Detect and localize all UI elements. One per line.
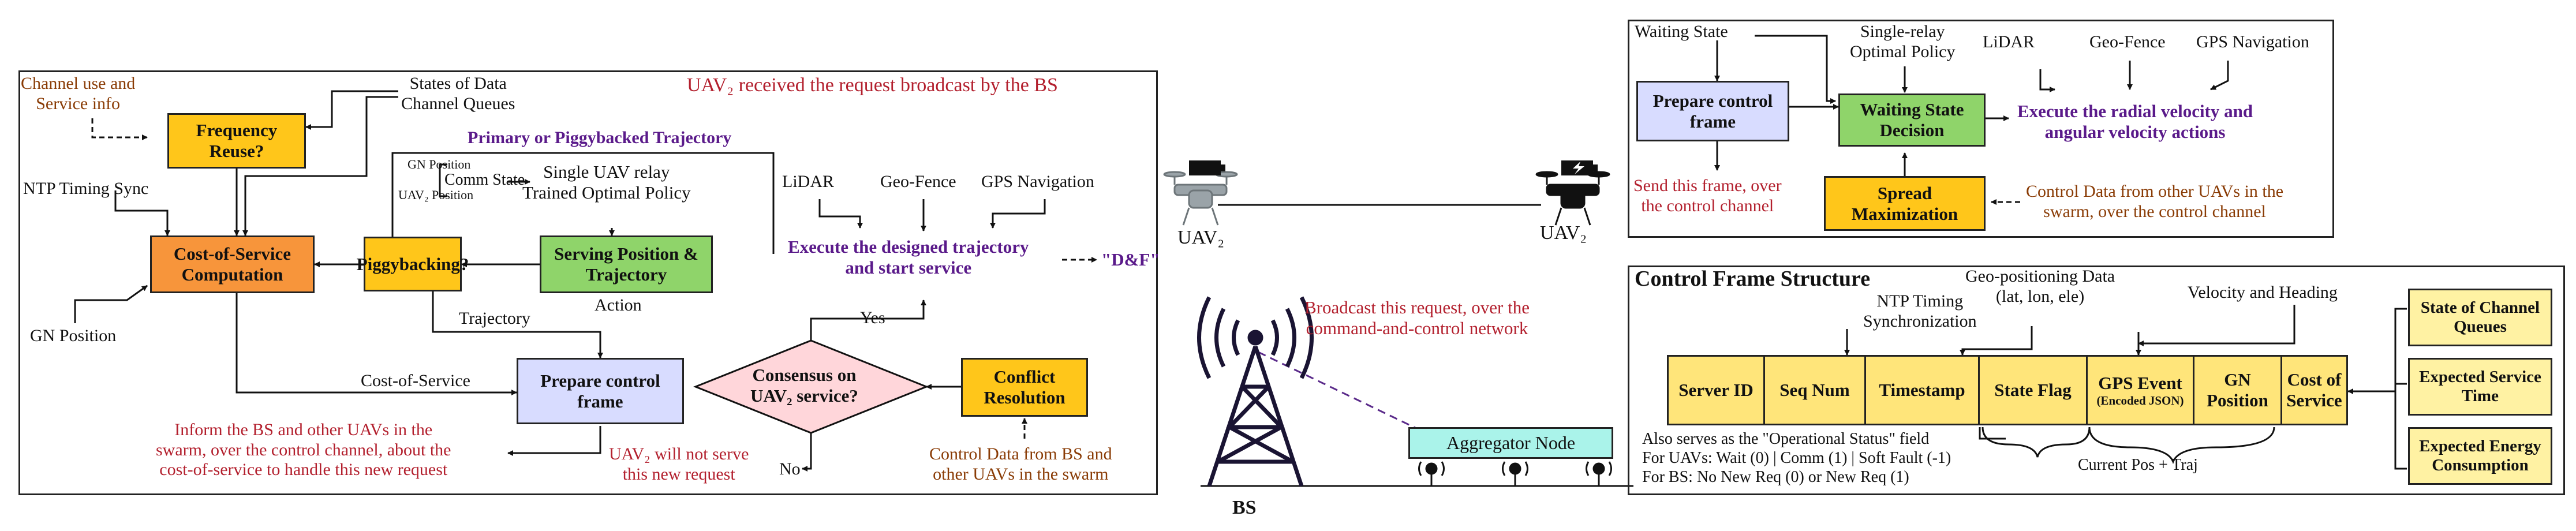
conflict-resolution-box: Conflict Resolution <box>961 358 1088 417</box>
primary-piggy-label: Primary or Piggybacked Trajectory <box>468 128 732 147</box>
bottom-right-panel <box>1628 266 2565 495</box>
field-state-flag: State Flag <box>1978 355 2088 425</box>
lidar-label-tr: LiDAR <box>1983 32 2035 51</box>
battery-charging-icon <box>1561 160 1598 175</box>
single-relay-label: Single-relay Optimal Policy <box>1850 22 1956 61</box>
expected-service-time-box: Expected Service Time <box>2408 358 2552 416</box>
spread-maximization-box: Spread Maximization <box>1824 176 1986 231</box>
battery-icon <box>1189 160 1225 175</box>
prepare-control-frame-box: Prepare control frame <box>517 358 684 424</box>
yes-label: Yes <box>860 308 885 327</box>
broadcast-label: Broadcast this request, over the command… <box>1304 297 1530 338</box>
serving-position-box: Serving Position & Trajectory <box>540 235 713 293</box>
gps-event-sub-label: (Encoded JSON) <box>2096 393 2184 407</box>
states-queues-label: States of Data Channel Queues <box>401 74 515 113</box>
will-not-serve-label: UAV₂ will not serve this new request <box>609 444 749 484</box>
field-gps-event: GPS Event (Encoded JSON) <box>2086 355 2194 425</box>
gps-event-label: GPS Event <box>2098 373 2182 394</box>
inform-label: Inform the BS and other UAVs in the swar… <box>156 420 451 479</box>
gps-navigation-label-tr: GPS Navigation <box>2196 32 2309 51</box>
control-frame-title: Control Frame Structure <box>1635 267 1871 291</box>
lidar-label: LiDAR <box>782 172 834 191</box>
frequency-reuse-box: Frequency Reuse? <box>167 113 306 169</box>
for-uavs-label: For UAVs: Wait (0) | Comm (1) | Soft Fau… <box>1642 449 1951 467</box>
execute-designed-label: Execute the designed trajectory and star… <box>788 237 1029 278</box>
sensor-icons <box>1418 461 1612 486</box>
expected-energy-box: Expected Energy Consumption <box>2408 427 2552 485</box>
field-gn-position: GN Position <box>2193 355 2282 425</box>
left-panel <box>18 70 1158 495</box>
top-right-panel <box>1628 20 2334 238</box>
drone-icon-left <box>1163 171 1238 226</box>
ntp-timing-label: NTP Timing Synchronization <box>1863 291 1977 331</box>
execute-radial-label: Execute the radial velocity and angular … <box>2017 101 2253 142</box>
no-label: No <box>779 459 801 478</box>
bs-tower-icon <box>1197 296 1314 487</box>
for-bs-label: For BS: No New Req (0) or New Req (1) <box>1642 468 1909 486</box>
geo-fence-label: Geo-Fence <box>880 172 956 191</box>
cost-of-service-label: Cost-of-Service <box>361 371 470 390</box>
uav-right-label: UAV₂ <box>1540 222 1587 244</box>
action-label: Action <box>595 296 642 315</box>
trajectory-label: Trajectory <box>459 309 530 328</box>
comm-state-label: Comm State <box>444 171 525 189</box>
channel-use-label: Channel use and Service info <box>21 74 136 113</box>
prepare-control-frame-box-tr: Prepare control frame <box>1636 81 1789 141</box>
current-pos-label: Current Pos + Traj <box>2078 456 2198 474</box>
geo-data-label: Geo-positioning Data (lat, lon, ele) <box>1965 267 2115 306</box>
piggybacking-box: Piggybacking? <box>357 237 469 291</box>
gps-navigation-label: GPS Navigation <box>981 172 1094 191</box>
waiting-state-decision-box: Waiting State Decision <box>1838 94 1986 147</box>
geo-fence-label-tr: Geo-Fence <box>2089 32 2166 51</box>
cost-of-service-computation-box: Cost-of-Service Computation <box>150 235 315 293</box>
gn-position-small-label: GN Position <box>407 157 471 171</box>
control-data-bs-label: Control Data from BS and other UAVs in t… <box>929 444 1112 484</box>
field-seq-num: Seq Num <box>1763 355 1866 425</box>
control-data-uavs-label: Control Data from other UAVs in the swar… <box>2026 182 2284 221</box>
ntp-sync-label: NTP Timing Sync <box>23 179 149 198</box>
send-frame-label: Send this frame, over the control channe… <box>1633 176 1782 215</box>
field-timestamp: Timestamp <box>1864 355 1980 425</box>
left-panel-title: UAV₂ received the request broadcast by t… <box>687 74 1058 96</box>
gn-position-label: GN Position <box>30 326 117 345</box>
consensus-label: Consensus on UAV₂ service? <box>750 365 858 406</box>
aggregator-node-box: Aggregator Node <box>1408 427 1613 459</box>
field-cost-of-service: Cost of Service <box>2280 355 2348 425</box>
consensus-diamond <box>693 339 929 434</box>
df-label: "D&F" <box>1101 249 1160 270</box>
state-of-channel-queues-box: State of Channel Queues <box>2408 289 2552 346</box>
field-server-id: Server ID <box>1667 355 1765 425</box>
drone-icon-right <box>1535 171 1610 226</box>
single-uav-relay-label: Single UAV relay Trained Optimal Policy <box>522 162 691 203</box>
waiting-state-label: Waiting State <box>1635 22 1728 41</box>
also-serves-label: Also serves as the "Operational Status" … <box>1642 430 1930 448</box>
uav-left-label: UAV₂ <box>1177 227 1225 248</box>
velocity-heading-label: Velocity and Heading <box>2188 283 2338 302</box>
bs-label: BS <box>1232 497 1257 518</box>
uav2-position-small-label: UAV₂ Position <box>398 188 474 202</box>
